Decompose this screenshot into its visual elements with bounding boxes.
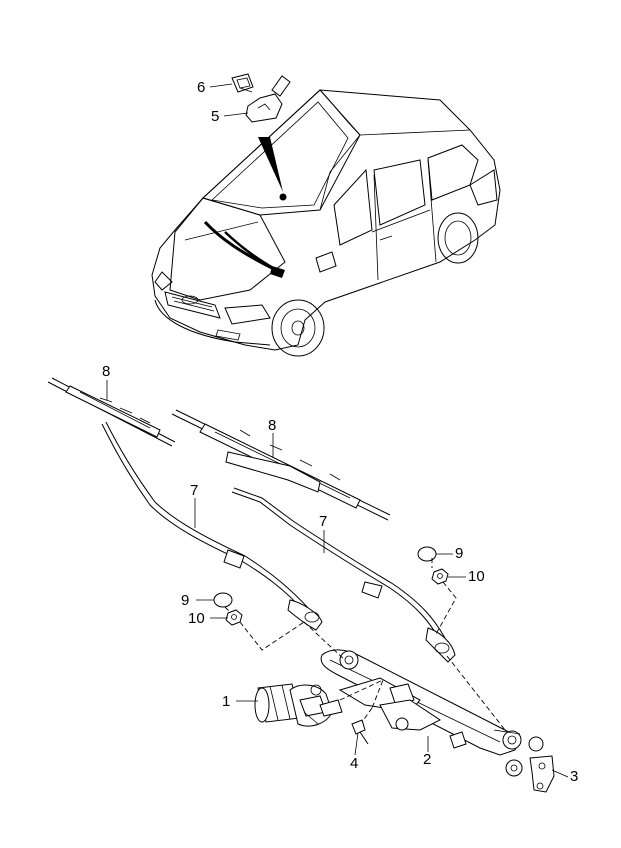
bracket <box>529 755 555 793</box>
callout-9-left: 9 <box>181 592 190 609</box>
callout-7-right: 7 <box>319 513 328 530</box>
callout-4: 4 <box>350 755 359 772</box>
callout-7-left: 7 <box>190 482 199 499</box>
wiper-arms <box>101 421 456 663</box>
callout-8-right: 8 <box>268 417 277 434</box>
callout-6: 6 <box>197 79 206 96</box>
callout-8-left: 8 <box>102 363 111 380</box>
leader-lines <box>106 83 569 778</box>
wiper-linkage <box>320 649 544 777</box>
wiper-blades <box>47 377 391 521</box>
callout-3: 3 <box>570 768 579 785</box>
callout-10-left: 10 <box>188 610 205 627</box>
vehicle-illustration <box>151 89 501 357</box>
callout-1: 1 <box>222 693 231 710</box>
callout-5: 5 <box>211 108 220 125</box>
callout-2: 2 <box>423 751 432 768</box>
rain-sensor-parts <box>231 73 291 123</box>
bolt <box>351 719 369 745</box>
callout-9-right: 9 <box>455 545 464 562</box>
callout-10-right: 10 <box>468 568 485 585</box>
wiper-motor <box>254 683 343 727</box>
